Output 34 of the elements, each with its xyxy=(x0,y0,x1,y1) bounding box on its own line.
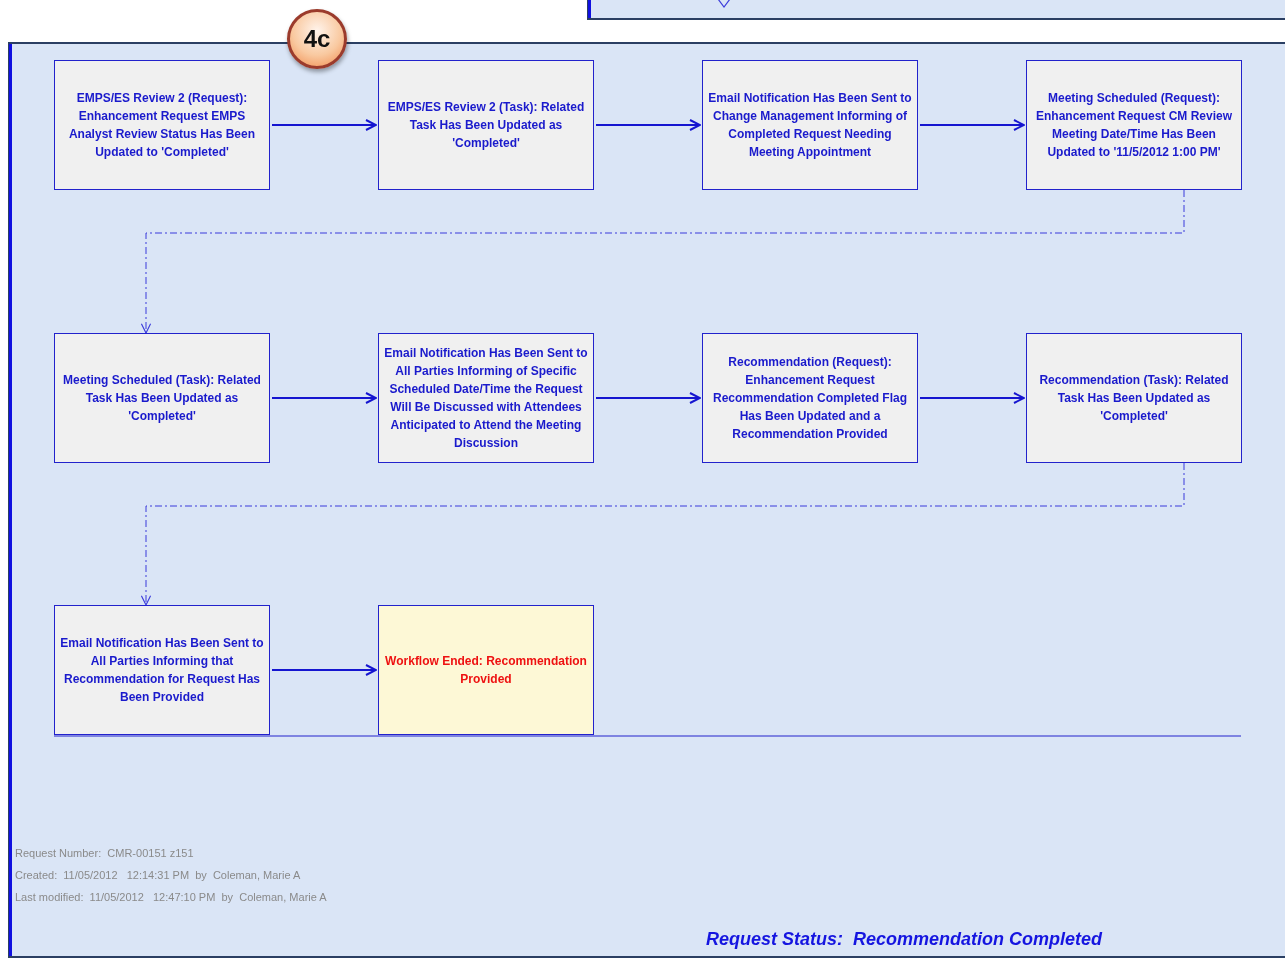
arrow xyxy=(271,664,377,676)
process-box xyxy=(702,60,918,190)
step-text: Meeting Scheduled (Request): Enhancement Request CM Review Meeting Date/Time Has Been Updated to '11/5/2012 1:00 PM' xyxy=(1034,90,1234,161)
step-text: Workflow Ended: Recommendation Provided xyxy=(384,653,588,688)
process-box xyxy=(54,605,270,735)
step-text: Email Notification Has Been Sent to Change Management Informing of Completed Request Needing Meeting Appointment xyxy=(707,90,913,161)
arrow xyxy=(919,392,1025,404)
arrow xyxy=(271,119,377,131)
step-text: EMPS/ES Review 2 (Request): Enhancement Request EMPS Analyst Review Status Has Been Updated to 'Completed' xyxy=(67,90,257,161)
arrow xyxy=(595,392,701,404)
step-text: Meeting Scheduled (Task): Related Task Has Been Updated as 'Completed' xyxy=(62,372,262,425)
step-badge: 4c xyxy=(287,9,347,69)
arrow xyxy=(595,119,701,131)
arrow xyxy=(140,462,1185,606)
record-info: Created: 11/05/2012 12:14:31 PM by Coleman, Marie A xyxy=(15,869,301,881)
step-text: Email Notification Has Been Sent to All Parties Informing that Recommendation for Request Has Been Provided xyxy=(59,635,265,706)
step-text: Email Notification Has Been Sent to All Parties Informing of Specific Scheduled Date/Time the Request Will Be Discussed with Attendees Anticipated to Attend the Meeting Discussion xyxy=(383,345,589,452)
process-box xyxy=(54,60,270,190)
process-box xyxy=(1026,60,1242,190)
step-text: Recommendation (Task): Related Task Has Been Updated as 'Completed' xyxy=(1038,372,1230,425)
step-text: EMPS/ES Review 2 (Task): Related Task Has Been Updated as 'Completed' xyxy=(386,99,586,152)
process-box xyxy=(1026,333,1242,463)
arrow xyxy=(919,119,1025,131)
process-box xyxy=(702,333,918,463)
process-box xyxy=(54,333,270,463)
request-status: Request Status: Recommendation Completed xyxy=(706,929,1103,950)
step-text: Recommendation (Request): Enhancement Request Recommendation Completed Flag Has Been Updated and a Recommendation Provided xyxy=(712,354,908,443)
arrow xyxy=(140,189,1185,334)
process-box xyxy=(378,333,594,463)
record-info: Request Number: CMR-00151 z151 xyxy=(15,847,194,859)
end-box xyxy=(378,605,594,735)
process-box xyxy=(378,60,594,190)
record-info: Last modified: 11/05/2012 12:47:10 PM by Coleman, Marie A xyxy=(15,891,327,903)
arrow xyxy=(271,392,377,404)
